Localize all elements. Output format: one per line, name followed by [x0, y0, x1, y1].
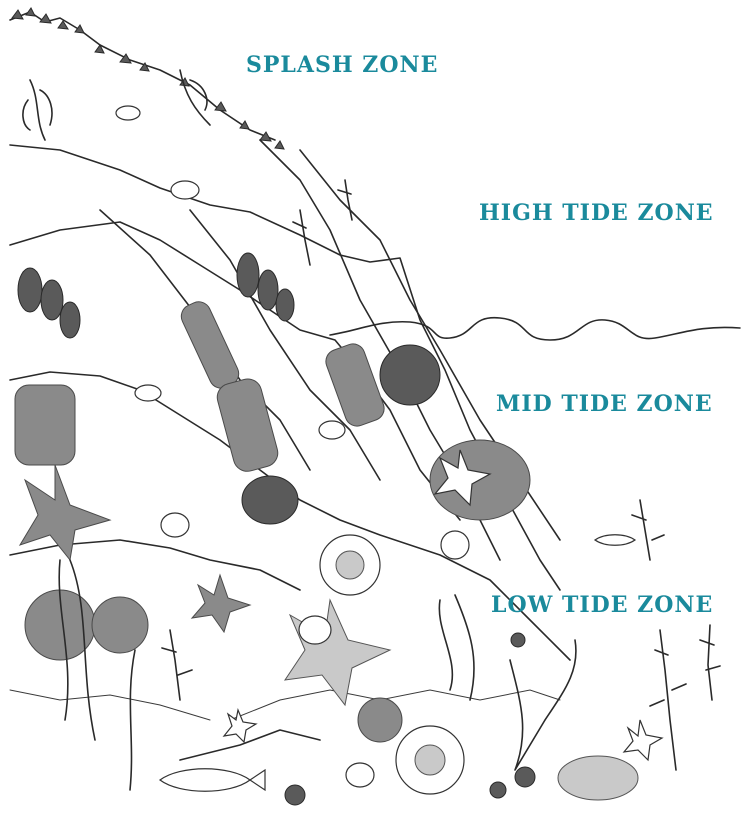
mussel-beds	[18, 253, 294, 338]
water-waves	[330, 318, 740, 340]
low-tide-zone-label: LOW TIDE ZONE	[491, 592, 713, 618]
splash-zone-label: SPLASH ZONE	[246, 52, 438, 78]
seaweeds	[23, 70, 720, 790]
mid-tide-zone-label: MID TIDE ZONE	[496, 391, 713, 417]
high-tide-zone-label: HIGH TIDE ZONE	[479, 200, 714, 226]
splash-zone-rocks	[10, 8, 284, 149]
sea-anemones	[25, 531, 469, 794]
